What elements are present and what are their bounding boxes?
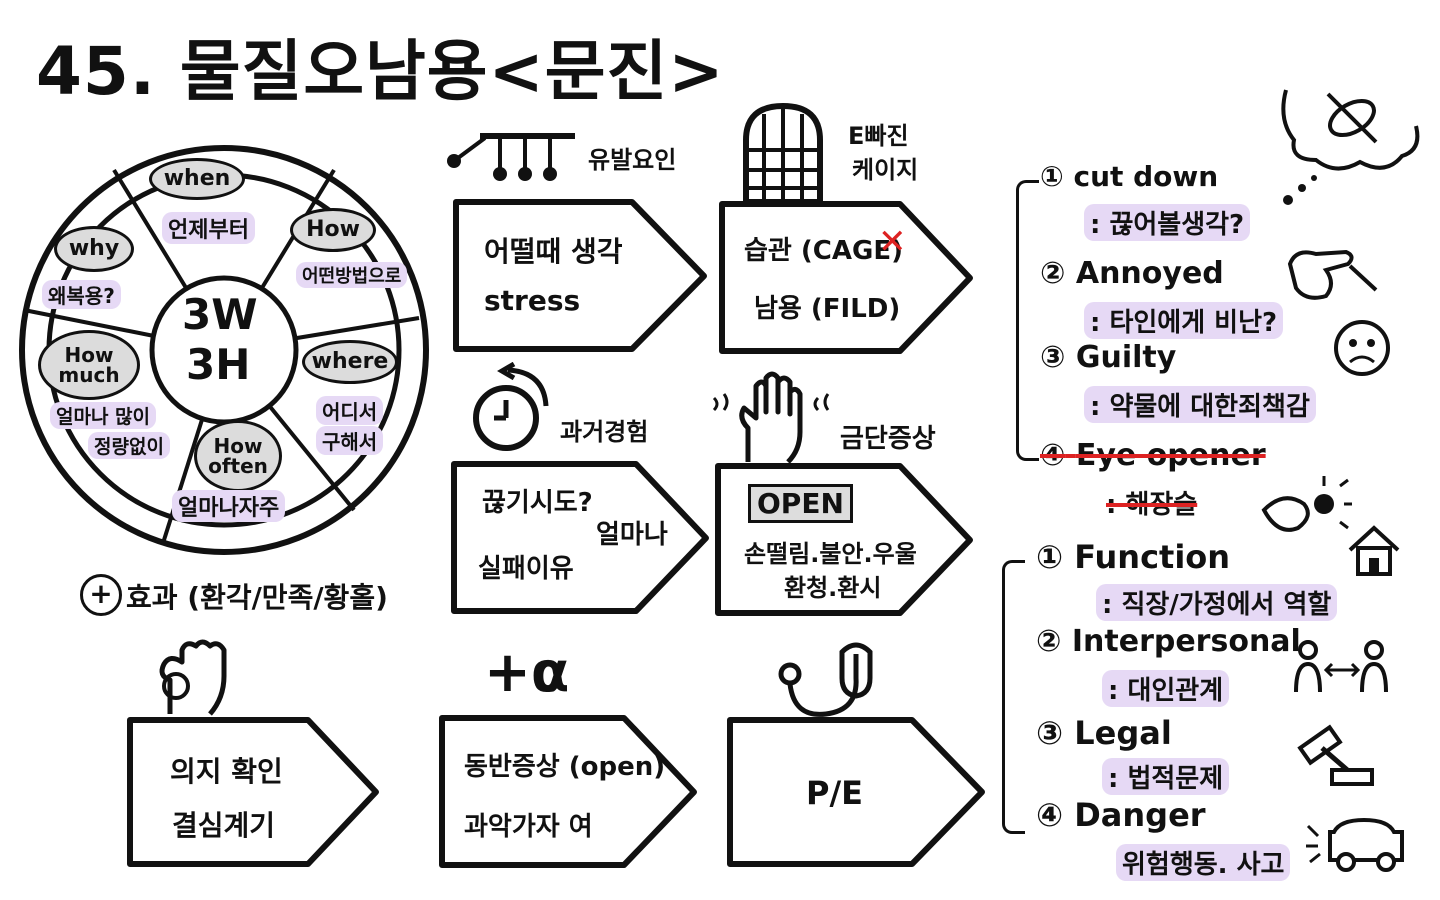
cage-item-4-desc: : 해장술 (1106, 490, 1198, 520)
past-line3: 얼마나 (596, 520, 668, 550)
why-oval: why (54, 226, 134, 272)
withdrawal-caption: 금단증상 (840, 424, 936, 454)
thought-dots-icon (1280, 170, 1320, 210)
fild-item-2-desc: : 대인관계 (1102, 670, 1230, 707)
pe-line1: P/E (806, 774, 863, 812)
when-oval: when (149, 158, 245, 200)
fild-bracket (1002, 560, 1025, 834)
how-often-note: 얼마나자주 (172, 490, 286, 522)
past-box: 끊기시도? 얼마나 실패이유 (450, 460, 712, 615)
how-note: 어떤방법으로 (296, 262, 408, 288)
habit-box: 습관 (CAGE) ✕ 남용 (FILD) (718, 200, 976, 355)
pointing-hand-icon (1286, 244, 1386, 304)
pe-box: P/E (726, 716, 988, 868)
how-often-oval: How often (194, 420, 282, 492)
how-often-label-1: How (213, 434, 263, 458)
how-much-oval: How much (38, 330, 140, 400)
no-drinking-cloud-icon (1276, 80, 1426, 200)
trigger-caption: 유발요인 (588, 146, 677, 174)
habit-caption-1: E빠진 (848, 122, 909, 150)
fild-list: ① Function : 직장/가정에서 역할 ② Interpersonal … (1036, 538, 1436, 888)
how-much-label-2: much (58, 363, 120, 387)
how-much-label-1: How (64, 343, 114, 367)
stethoscope-icon (776, 634, 886, 722)
fild-item-2-term: ② Interpersonal (1036, 624, 1301, 659)
plus-alpha-box: 동반증상 (open) 과악가자 여 (438, 714, 700, 869)
sun-sleep-icon (1254, 470, 1354, 540)
how-much-note-1: 얼마나 많이 (50, 402, 157, 429)
fild-item-4-desc: 위험행동. 사고 (1116, 844, 1291, 881)
cage-item-1-term: ① cut down (1040, 160, 1219, 193)
where-oval: where (302, 340, 398, 384)
cage-bracket (1016, 180, 1039, 461)
fild-item-3-desc: : 법적문제 (1102, 758, 1230, 795)
withdrawal-line1: 손떨림.불안.우울 (744, 540, 917, 568)
when-note: 언제부터 (162, 212, 255, 244)
cage-list: ① cut down : 끊어볼생각? ② Annoyed : 타인에게 비난?… (1040, 160, 1440, 540)
plus-alpha-line1: 동반증상 (open) (464, 752, 666, 782)
where-note-1: 어디서 (316, 396, 384, 425)
trembling-hand-icon (708, 368, 838, 464)
past-caption: 과거경험 (560, 418, 649, 446)
fild-item-1-desc: : 직장/가정에서 역할 (1096, 584, 1338, 621)
two-people-icon (1292, 636, 1392, 696)
cage-item-3-term: ③ Guilty (1040, 340, 1177, 375)
cage-icon (740, 100, 826, 205)
how-oval: How (290, 208, 376, 252)
cage-item-3-desc: : 약물에 대한죄책감 (1084, 386, 1316, 423)
past-line2: 실패이유 (478, 554, 574, 584)
fist-icon (154, 636, 234, 716)
past-line1: 끊기시도? (482, 488, 593, 518)
cage-item-2-desc: : 타인에게 비난? (1084, 302, 1284, 339)
wheel-center-3h: 3H (186, 340, 251, 389)
gavel-icon (1292, 712, 1382, 788)
habit-cross: ✕ (878, 222, 907, 262)
fild-item-3-term: ③ Legal (1036, 714, 1172, 752)
effect-plus-icon: + (80, 574, 122, 616)
house-icon (1344, 520, 1404, 580)
withdrawal-line2: 환청.환시 (784, 574, 882, 602)
how-much-note-2: 정량없이 (88, 432, 170, 459)
trigger-box: 어떨때 생각 stress (452, 198, 710, 353)
fild-item-4-term: ④ Danger (1036, 796, 1206, 834)
page-title: 45. 물질오남용<문진> (36, 33, 725, 110)
trigger-line1: 어떨때 생각 (484, 235, 623, 268)
where-note-2: 구해서 (316, 426, 384, 455)
trigger-line2: stress (484, 284, 581, 317)
plus-alpha-caption: +α (484, 640, 570, 705)
how-often-label-2: often (208, 454, 268, 478)
fild-item-1-term: ① Function (1036, 538, 1231, 576)
effect-note: 효과 (환각/만족/황홀) (126, 581, 388, 614)
car-accident-icon (1304, 812, 1408, 876)
cage-item-4-term: ④ Eye opener (1040, 438, 1266, 473)
wheel-center-3w: 3W (182, 290, 258, 339)
question-wheel: 3W 3H when 언제부터 How 어떤방법으로 where 어디서 구해서… (14, 140, 434, 560)
will-box: 의지 확인 결심계기 (126, 716, 382, 868)
cage-item-2-term: ② Annoyed (1040, 256, 1224, 291)
habit-line1: 습관 (CAGE) (744, 236, 903, 266)
pendulum-icon (440, 128, 580, 188)
cage-item-1-desc: : 끊어볼생각? (1084, 204, 1251, 241)
plus-alpha-line2: 과악가자 여 (464, 812, 593, 842)
will-line1: 의지 확인 (170, 755, 283, 788)
why-note: 왜복용? (42, 280, 121, 309)
will-line2: 결심계기 (172, 809, 276, 842)
stopwatch-icon (468, 361, 552, 454)
withdrawal-box: OPEN 손떨림.불안.우울 환청.환시 (714, 462, 976, 617)
sad-face-icon (1332, 318, 1392, 378)
habit-line2: 남용 (FILD) (754, 294, 901, 324)
withdrawal-open-label: OPEN (748, 484, 853, 523)
habit-caption-2: 케이지 (852, 156, 919, 184)
